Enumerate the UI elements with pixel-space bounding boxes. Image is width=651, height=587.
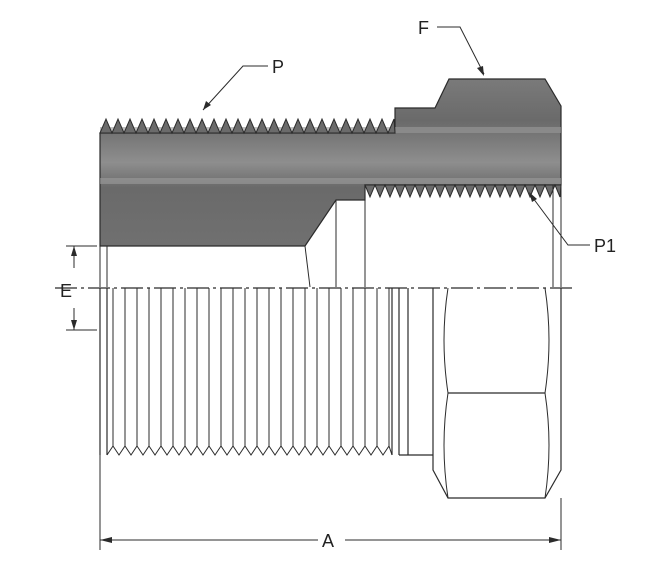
section-body [99, 78, 562, 247]
bore-step-line [304, 245, 311, 288]
leader-f: F [418, 18, 485, 76]
leader-p1: P1 [529, 192, 616, 256]
label-p1: P1 [594, 236, 616, 256]
label-f: F [418, 18, 429, 38]
leader-line [437, 26, 485, 75]
arrowhead [71, 320, 77, 330]
exterior-view [99, 287, 562, 499]
arrowhead [71, 246, 77, 256]
section-highlight [100, 178, 561, 184]
thread-tooth-row [364, 183, 562, 199]
hex-flat-lower [443, 392, 449, 499]
thread-p-teeth [99, 117, 396, 135]
external-thread-lines [106, 288, 393, 456]
leader-line [529, 193, 590, 246]
arrowhead [549, 537, 561, 543]
cross-section [99, 78, 562, 288]
hex-flat-upper [544, 287, 550, 394]
hex-flat-lower [544, 392, 550, 499]
arrowhead [477, 66, 484, 76]
dimension-a: A [99, 455, 562, 551]
arrowhead [100, 537, 112, 543]
thread-bottom-profile [106, 444, 393, 456]
label-e: E [60, 281, 72, 301]
thread-p1-teeth [364, 183, 562, 199]
thread-tooth-row [99, 117, 396, 135]
hex-flat-upper [443, 287, 449, 394]
hex-outline [432, 288, 562, 499]
leader-p: P [202, 57, 284, 111]
leader-line [202, 65, 268, 111]
arrowhead [529, 192, 537, 202]
label-p: P [272, 57, 284, 77]
label-a: A [322, 531, 334, 551]
dimension-e: E [60, 245, 97, 331]
arrowhead [203, 101, 211, 110]
